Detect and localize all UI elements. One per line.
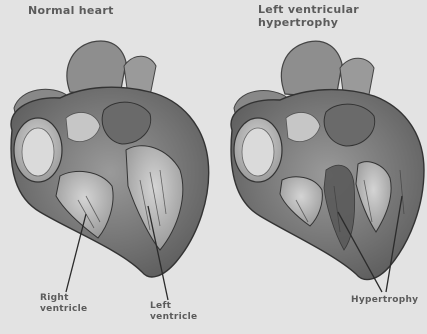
lvh-heart bbox=[231, 41, 424, 279]
right-ventricle-label: Right ventricle bbox=[40, 293, 100, 315]
left-ventricle-label-line2: ventricle bbox=[150, 312, 220, 323]
right-ventricle-label-line2: ventricle bbox=[40, 304, 100, 315]
right-ventricle-label-line1: Right bbox=[40, 293, 100, 304]
hypertrophy-label: Hypertrophy bbox=[351, 295, 418, 306]
lvh-title-line1: Left ventricular bbox=[258, 3, 418, 16]
normal-heart-title: Normal heart bbox=[28, 4, 114, 17]
left-ventricle-label-line1: Left bbox=[150, 301, 220, 312]
lvh-title-line2: hypertrophy bbox=[258, 16, 418, 29]
lvh-title: Left ventricular hypertrophy bbox=[258, 3, 418, 29]
left-ventricle-label: Left ventricle bbox=[150, 301, 220, 323]
normal-heart bbox=[11, 41, 209, 277]
normal-right-atrium-inner bbox=[22, 128, 54, 176]
lvh-right-atrium-inner bbox=[242, 128, 274, 176]
